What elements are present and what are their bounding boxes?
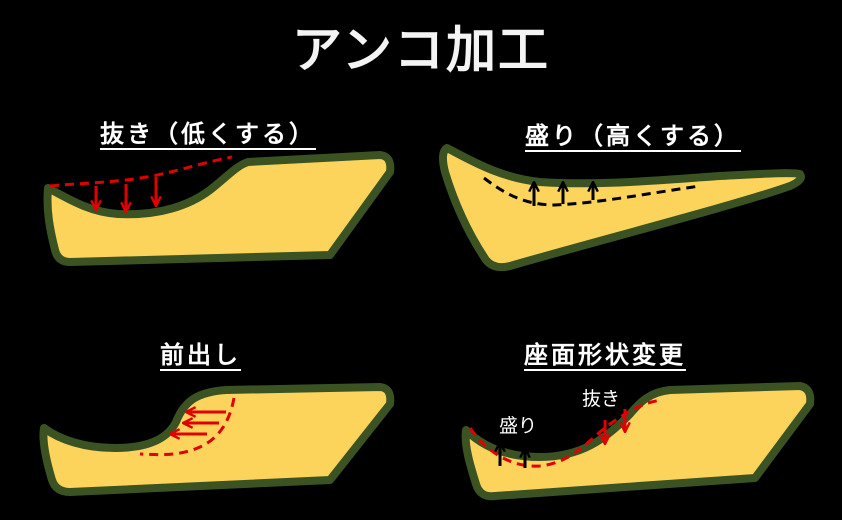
panel-mori <box>438 144 805 272</box>
dashed-line-nuki <box>49 155 233 188</box>
label-nuki: 抜き <box>582 388 621 410</box>
seat-shape-zamen <box>461 382 815 501</box>
seat-shape-mori <box>438 144 805 272</box>
dashed-line-mori <box>483 176 701 207</box>
panel-maedashi <box>39 383 395 496</box>
panel-zamen <box>461 382 815 501</box>
label-mori: 盛り <box>499 415 538 437</box>
seat-shape-maedashi <box>39 383 395 496</box>
heading-nuki: 抜き（低くする） <box>100 120 316 148</box>
page-title: アンコ加工 <box>292 20 550 79</box>
panel-nuki <box>43 151 395 266</box>
heading-maedashi: 前出し <box>160 341 241 369</box>
heading-mori: 盛り（高くする） <box>525 122 741 150</box>
seat-shape-nuki <box>43 151 395 266</box>
dashed-line-zamen <box>468 398 663 468</box>
dashed-line-maedashi <box>139 397 236 457</box>
heading-zamen: 座面形状変更 <box>524 341 686 369</box>
